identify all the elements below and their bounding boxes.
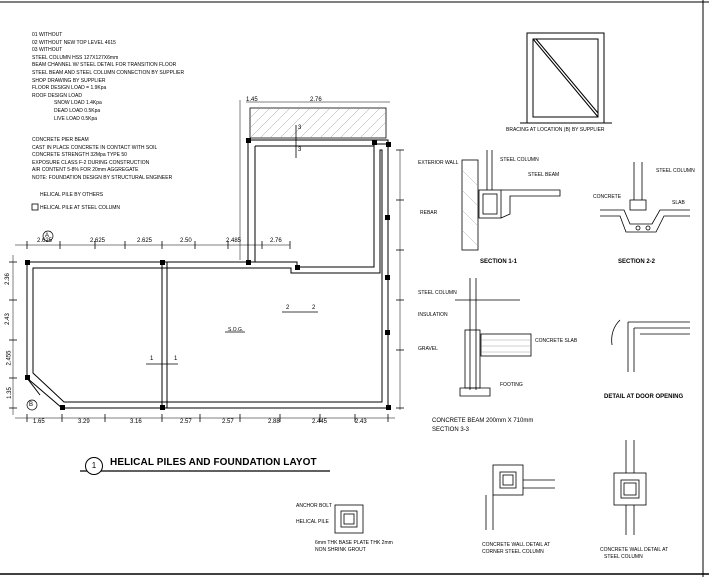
section-marker: 3 bbox=[298, 147, 302, 153]
helical-pile-markers bbox=[25, 138, 391, 410]
note-line: 01 WITHOUT bbox=[32, 32, 63, 38]
concrete-notes: CONCRETE PIER BEAM CAST IN PLACE CONCRET… bbox=[32, 137, 252, 183]
note-line: CONCRETE PIER BEAM bbox=[32, 137, 89, 143]
bottom-dim: 2.57 bbox=[180, 419, 192, 425]
hatched-slab bbox=[249, 107, 387, 139]
upper-dim: 2.76 bbox=[310, 97, 322, 103]
corner-column-caption: CONCRETE WALL DETAIL AT bbox=[482, 542, 551, 548]
section-2-label: SLAB bbox=[672, 200, 685, 206]
upper-dim: 1.45 bbox=[246, 97, 258, 103]
grid-label-a: A bbox=[45, 233, 50, 239]
note-line: ROOF DESIGN LOAD bbox=[32, 92, 83, 99]
section-cut-marks bbox=[146, 125, 318, 365]
top-dim: 2.625 bbox=[90, 238, 106, 244]
bottom-dim: 3.16 bbox=[130, 419, 142, 425]
section-1-1-drawing bbox=[461, 150, 561, 251]
bottom-dim: 2.57 bbox=[222, 419, 234, 425]
note-line: 02 WITHOUT NEW TOP LEVEL 4615 bbox=[32, 39, 116, 46]
corner-column-caption: CORNER STEEL COLUMN bbox=[482, 549, 544, 555]
dimension-lines bbox=[9, 100, 404, 422]
top-dim: 2.76 bbox=[270, 238, 282, 244]
door-detail-title: DETAIL AT DOOR OPENING bbox=[604, 394, 684, 400]
note-line: 03 WITHOUT bbox=[32, 47, 63, 54]
section-3-label: INSULATION bbox=[418, 312, 448, 318]
bracing-label: BRACING AT LOCATION (B) BY SUPPLIER bbox=[506, 127, 605, 133]
left-dim: 2.36 bbox=[4, 273, 11, 285]
grid-bubbles bbox=[26, 230, 54, 411]
bottom-dim: 2.88 bbox=[268, 419, 280, 425]
general-notes: 01 WITHOUT 02 WITHOUT NEW TOP LEVEL 4615… bbox=[32, 32, 252, 123]
note-line: STEEL COLUMN HSS 127X127X6mm bbox=[32, 54, 119, 61]
grid-label-b: B bbox=[29, 402, 34, 408]
bottom-dim: 2.445 bbox=[312, 419, 328, 425]
section-marker: 2 bbox=[286, 305, 290, 311]
top-dim: 2.625 bbox=[37, 238, 53, 244]
left-dim: 1.35 bbox=[6, 387, 13, 399]
section-3-title: SECTION 3-3 bbox=[432, 427, 470, 433]
section-3-3-drawing bbox=[455, 278, 532, 397]
note-line: BEAM CHANNEL W/ STEEL DETAIL FOR TRANSIT… bbox=[32, 62, 177, 69]
section-marker: 1 bbox=[150, 356, 154, 362]
legend-item: HELICAL PILE AT STEEL COLUMN bbox=[40, 204, 121, 211]
section-3-caption: CONCRETE BEAM 200mm X 710mm bbox=[432, 418, 534, 424]
left-dim: 2.455 bbox=[6, 350, 13, 366]
section-marker: 3 bbox=[298, 125, 302, 131]
top-dim: 2.485 bbox=[226, 238, 242, 244]
plan-title: HELICAL PILES AND FOUNDATION LAYOT bbox=[110, 457, 317, 468]
section-3-label: STEEL COLUMN bbox=[418, 290, 457, 296]
left-dim: 2.43 bbox=[4, 313, 11, 325]
wall-column-caption: CONCRETE WALL DETAIL AT bbox=[600, 547, 669, 553]
section-1-label: REBAR bbox=[420, 210, 438, 216]
pile-detail-caption: NON SHRINK GROUT bbox=[315, 547, 366, 553]
top-dim: 2.625 bbox=[137, 238, 153, 244]
legend-item: HELICAL PILE BY OTHERS bbox=[40, 192, 104, 198]
section-marker: 2 bbox=[312, 305, 316, 311]
pile-detail-label: HELICAL PILE bbox=[296, 519, 329, 525]
note-line: CONCRETE STRENGTH 32Mpa TYPE 50 bbox=[32, 152, 127, 159]
legend: HELICAL PILE BY OTHERS HELICAL PILE AT S… bbox=[40, 192, 260, 212]
plan-number-bubble: 1 bbox=[85, 457, 103, 475]
note-line: NOTE: FOUNDATION DESIGN BY STRUCTURAL EN… bbox=[32, 174, 173, 181]
bottom-dim: 3.29 bbox=[78, 419, 90, 425]
section-1-label: EXTERIOR WALL bbox=[418, 160, 459, 166]
section-1-label: STEEL COLUMN bbox=[500, 157, 539, 163]
legend-square-icon bbox=[31, 203, 39, 211]
pile-detail-caption: 6mm THK BASE PLATE THK 2mm bbox=[315, 540, 393, 546]
note-subline: DEAD LOAD 0.5Kpa bbox=[54, 107, 101, 114]
note-line: SHOP DRAWING BY SUPPLIER bbox=[32, 77, 106, 84]
note-line: EXPOSURE CLASS F-2 DURING CONSTRUCTION bbox=[32, 159, 150, 166]
note-subline: SNOW LOAD 1.4Kpa bbox=[54, 100, 102, 107]
wall-column-detail-drawing bbox=[613, 440, 647, 535]
bottom-dim: 1.65 bbox=[33, 419, 45, 425]
foundation-plan bbox=[26, 139, 389, 409]
note-line: CAST IN PLACE CONCRETE IN CONTACT WITH S… bbox=[32, 144, 158, 151]
section-3-label: FOOTING bbox=[500, 382, 523, 388]
section-2-2-drawing bbox=[600, 162, 690, 233]
section-2-label: CONCRETE bbox=[593, 194, 622, 200]
section-1-title: SECTION 1-1 bbox=[480, 259, 518, 265]
bottom-dim: 2.43 bbox=[355, 419, 367, 425]
note-subline: LIVE LOAD 0.5Kpa bbox=[54, 115, 98, 122]
door-detail-drawing bbox=[611, 319, 690, 372]
section-3-label: GRAVEL bbox=[418, 346, 438, 352]
pile-detail-label: ANCHOR BOLT bbox=[296, 503, 332, 509]
note-line: FLOOR DESIGN LOAD = 1.9Kpa bbox=[32, 85, 107, 92]
note-line: STEEL BEAM AND STEEL COLUMN CONNECTION B… bbox=[32, 69, 185, 76]
wall-column-caption: STEEL COLUMN bbox=[604, 554, 643, 560]
bracing-elevation bbox=[520, 32, 612, 124]
corner-column-detail-drawing bbox=[485, 464, 555, 530]
section-1-label: STEEL BEAM bbox=[528, 172, 560, 178]
section-2-title: SECTION 2-2 bbox=[618, 259, 656, 265]
top-dim: 2.50 bbox=[180, 238, 192, 244]
pile-base-detail-drawing bbox=[334, 504, 364, 534]
note-line: AIR CONTENT 5-8% FOR 20mm AGGREGATE bbox=[32, 167, 139, 174]
center-mark: S.O.G. bbox=[228, 327, 244, 333]
section-marker: 1 bbox=[174, 356, 178, 362]
section-2-label: STEEL COLUMN bbox=[656, 168, 695, 174]
section-3-label: CONCRETE SLAB bbox=[535, 338, 578, 344]
